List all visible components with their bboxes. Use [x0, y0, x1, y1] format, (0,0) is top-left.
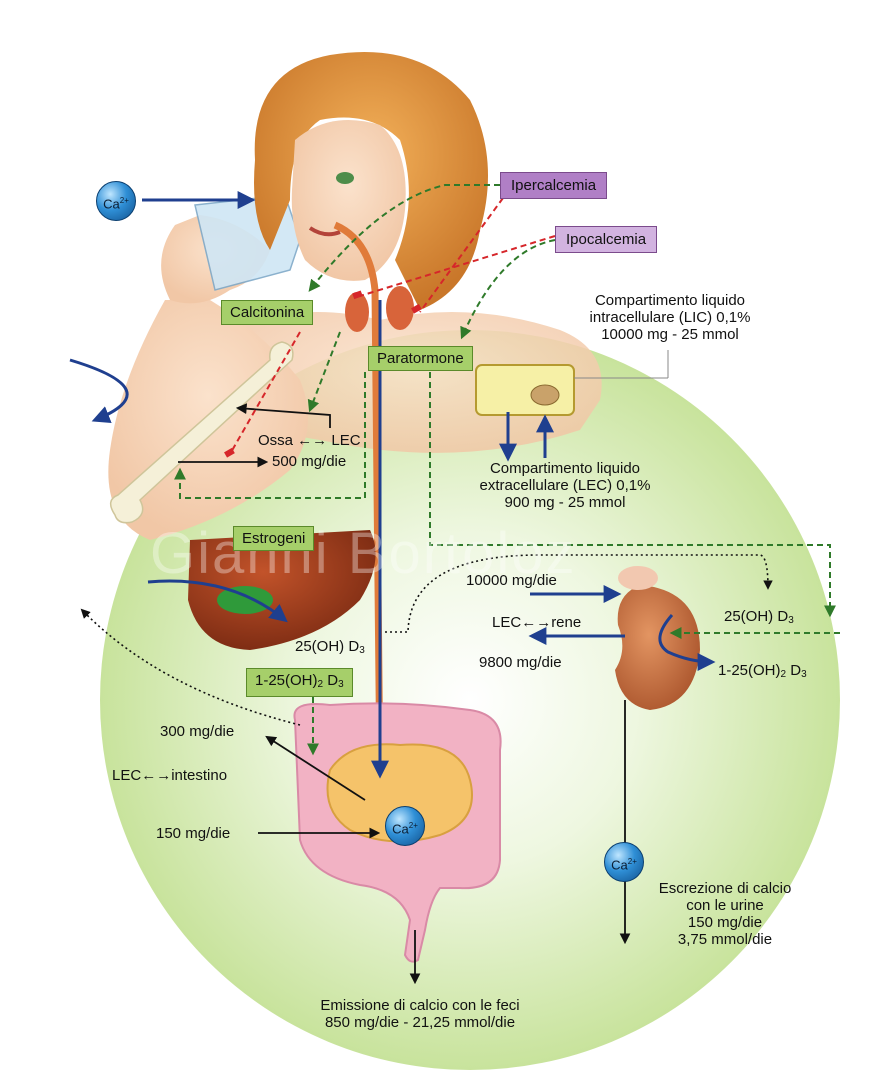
- ossa-lec-label: Ossa ←→ LEC: [258, 432, 361, 449]
- background-glow: [100, 330, 840, 1070]
- bone: [109, 341, 294, 524]
- ipercalcemia-box: Ipercalcemia: [500, 172, 608, 199]
- arm-flow-arrow: [69, 358, 129, 424]
- face: [291, 120, 406, 281]
- ipo-red-line: [359, 235, 556, 297]
- calcium-ion-intake: Ca2+: [96, 181, 136, 221]
- vitd-active-box: 1-25(OH)2 D3: [246, 668, 353, 697]
- kidney-out-rate: 9800 mg/die: [479, 654, 562, 671]
- thyroid-right: [386, 286, 414, 330]
- paratormone-to-bone: [174, 372, 366, 499]
- paratormone-to-kidney: [429, 372, 836, 618]
- liver-to-kidney-dotted: [385, 554, 773, 633]
- red-marker: [352, 290, 363, 300]
- lec-intestino-label: LEC←→intestino: [112, 767, 228, 784]
- iper-to-calcitonina: [308, 184, 500, 292]
- liver-d3-label: 25(OH) D3: [295, 638, 365, 656]
- kidney-active-d3-label: 1-25(OH)2 D3: [718, 662, 807, 680]
- iper-red-line: [419, 197, 504, 313]
- small-intestine: [326, 743, 473, 843]
- hair: [254, 52, 488, 310]
- lec-rene-label: LEC←→rene: [492, 614, 582, 631]
- paratormone-box: Paratormone: [368, 346, 473, 371]
- liver: [188, 530, 376, 650]
- liver-flow-arrow: [147, 579, 288, 623]
- lic-label: Compartimento liquido intracellulare (LI…: [589, 292, 751, 343]
- mouth: [308, 226, 341, 237]
- kidney-d3-label: 25(OH) D3: [724, 608, 794, 626]
- ipocalcemia-box: Ipocalcemia: [555, 226, 658, 253]
- intestine-out-arrow: [265, 735, 366, 801]
- cell: [475, 364, 575, 416]
- calcitonina-box: Calcitonina: [221, 300, 314, 325]
- urine-excretion-label: Escrezione di calcio con le urine 150 mg…: [658, 880, 792, 948]
- gallbladder: [217, 586, 273, 614]
- red-marker: [411, 303, 422, 314]
- intestine-in-rate: 150 mg/die: [156, 825, 231, 842]
- eye: [336, 172, 354, 184]
- red-marker: [224, 447, 235, 458]
- calcitonina-to-bone: [307, 331, 341, 413]
- estrogeni-box: Estrogeni: [233, 526, 315, 551]
- intestine-out-rate: 300 mg/die: [160, 723, 235, 740]
- intestine-to-arm-dotted: [80, 608, 301, 726]
- watermark: Gianni Bortoloz: [150, 521, 577, 586]
- calcium-ion-intestine: Ca2+: [385, 806, 425, 846]
- feces-emission-label: Emissione di calcio con le feci 850 mg/d…: [320, 997, 520, 1031]
- kidney-activation-arrow: [658, 614, 716, 671]
- esophagus: [333, 221, 384, 781]
- ipo-to-paratormone: [460, 239, 556, 340]
- cell-nucleus: [530, 384, 560, 406]
- kidney: [615, 585, 700, 710]
- lec-label: Compartimento liquido extracellulare (LE…: [479, 460, 651, 511]
- bone-out-arrow: [235, 403, 331, 428]
- bone-rate: 500 mg/die: [272, 453, 347, 470]
- kidney-in-rate: 10000 mg/die: [466, 572, 557, 589]
- calcium-ion-urine: Ca2+: [604, 842, 644, 882]
- adrenal: [618, 566, 658, 590]
- calcitonina-red-line: [229, 331, 301, 455]
- thyroid-left: [345, 292, 369, 332]
